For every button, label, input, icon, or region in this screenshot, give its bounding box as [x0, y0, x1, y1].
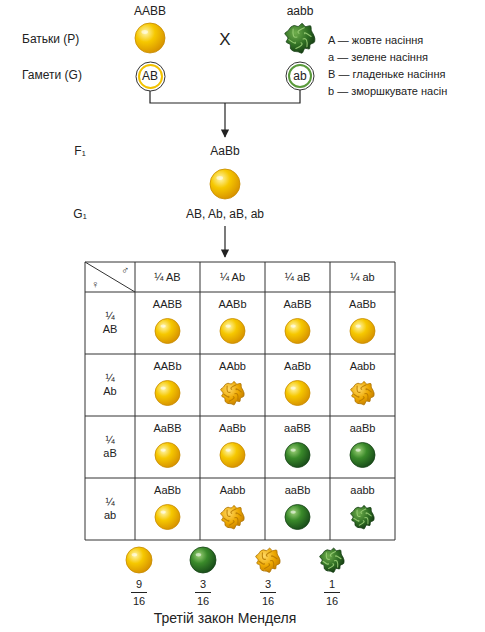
gamete-label: AB — [142, 69, 158, 83]
female-sign: ♀ — [91, 278, 99, 291]
genotype-cell: AaBB — [283, 298, 311, 311]
ratio-denominator: 16 — [133, 595, 145, 608]
row-header: ¼ Ab — [98, 372, 122, 397]
fraction-bar — [260, 592, 276, 593]
generation-label: F₁ — [74, 145, 85, 159]
yellow-round-pea — [155, 505, 180, 530]
green-round-pea — [285, 505, 310, 530]
outer-ring — [286, 62, 314, 90]
yellow-wrinkled-pea — [221, 382, 244, 405]
gamete-list: AB, Ab, aB, ab — [186, 208, 264, 222]
genotype: AaBb — [210, 145, 239, 159]
column-header: ¼ Ab — [220, 271, 245, 284]
genotype-cell: AaBB — [153, 422, 181, 435]
male-sign: ♂ — [121, 264, 129, 277]
column-header: ¼ aB — [285, 271, 311, 284]
legend-text: a — зелене насіння — [328, 51, 428, 64]
yellow-round-pea — [210, 169, 240, 199]
ratio-numerator: 3 — [265, 578, 271, 591]
arrow — [224, 226, 225, 257]
genotype-cell: AABb — [218, 298, 246, 311]
ratio-numerator: 3 — [200, 578, 206, 591]
genotype-cell: AaBb — [154, 484, 181, 497]
generation-label: G₁ — [73, 208, 86, 222]
ratio-denominator: 16 — [197, 595, 209, 608]
row-header: ¼ AB — [98, 310, 122, 335]
row-header: ¼ ab — [98, 496, 122, 521]
fraction-bar — [195, 592, 211, 593]
column-header: ¼ ab — [350, 271, 374, 284]
gamete-circle: ab — [285, 61, 315, 91]
genotype-cell: AaBb — [219, 422, 246, 435]
row-header: ¼ aB — [98, 434, 122, 459]
yellow-round-pea — [155, 381, 180, 406]
row-label: Гамети (G) — [22, 69, 82, 83]
genotype-cell: aaBb — [350, 422, 376, 435]
genotype-cell: AAbb — [219, 360, 246, 373]
genotype-cell: AABB — [153, 298, 182, 311]
genotype: AABB — [134, 5, 166, 19]
merge-line — [150, 90, 300, 103]
yellow-round-pea — [285, 319, 310, 344]
genotype-cell: Aabb — [350, 360, 376, 373]
fraction-bar — [324, 592, 340, 593]
green-round-pea — [285, 443, 310, 468]
green-wrinkled-pea — [351, 506, 374, 529]
yellow-round-pea — [135, 23, 165, 53]
genotype-cell: AaBb — [284, 360, 311, 373]
genotype-cell: AaBb — [349, 298, 376, 311]
yellow-wrinkled-pea — [256, 548, 280, 572]
ratio-denominator: 16 — [262, 595, 274, 608]
fraction-bar — [131, 592, 147, 593]
yellow-round-pea — [155, 443, 180, 468]
inner-ring — [289, 65, 311, 87]
yellow-round-pea — [350, 319, 375, 344]
legend-text: B — гладеньке насіння — [328, 68, 445, 81]
genotype: aabb — [287, 5, 314, 19]
genotype-cell: aabb — [350, 484, 374, 497]
genotype-cell: AABb — [153, 360, 181, 373]
yellow-round-pea — [126, 547, 152, 573]
green-round-pea — [350, 443, 375, 468]
yellow-round-pea — [155, 319, 180, 344]
genotype-cell: aaBb — [285, 484, 311, 497]
green-round-pea — [190, 547, 216, 573]
gamete-label: ab — [293, 69, 306, 83]
yellow-wrinkled-pea — [221, 506, 244, 529]
legend-text: b — зморшкувате насін — [328, 85, 447, 98]
ratio-numerator: 1 — [329, 578, 335, 591]
row-label: Батьки (P) — [22, 33, 79, 47]
caption: Третій закон Менделя — [154, 610, 297, 626]
gamete-circle: AB — [135, 61, 166, 92]
green-wrinkled-pea — [285, 23, 315, 53]
arrow — [224, 103, 225, 137]
genotype-cell: aaBB — [284, 422, 311, 435]
corner-diagonal — [85, 262, 135, 292]
column-header: ¼ AB — [154, 271, 180, 284]
genotype-cell: Aabb — [220, 484, 246, 497]
ratio-denominator: 16 — [326, 595, 338, 608]
punnett-grid — [85, 262, 395, 540]
yellow-round-pea — [285, 381, 310, 406]
green-wrinkled-pea — [320, 548, 344, 572]
legend-text: A — жовте насіння — [328, 34, 423, 47]
inner-ring — [139, 65, 162, 88]
yellow-round-pea — [220, 443, 245, 468]
outer-ring — [136, 62, 165, 91]
yellow-round-pea — [220, 319, 245, 344]
ratio-numerator: 9 — [136, 578, 142, 591]
yellow-wrinkled-pea — [351, 382, 374, 405]
cross-sign: X — [219, 30, 230, 50]
